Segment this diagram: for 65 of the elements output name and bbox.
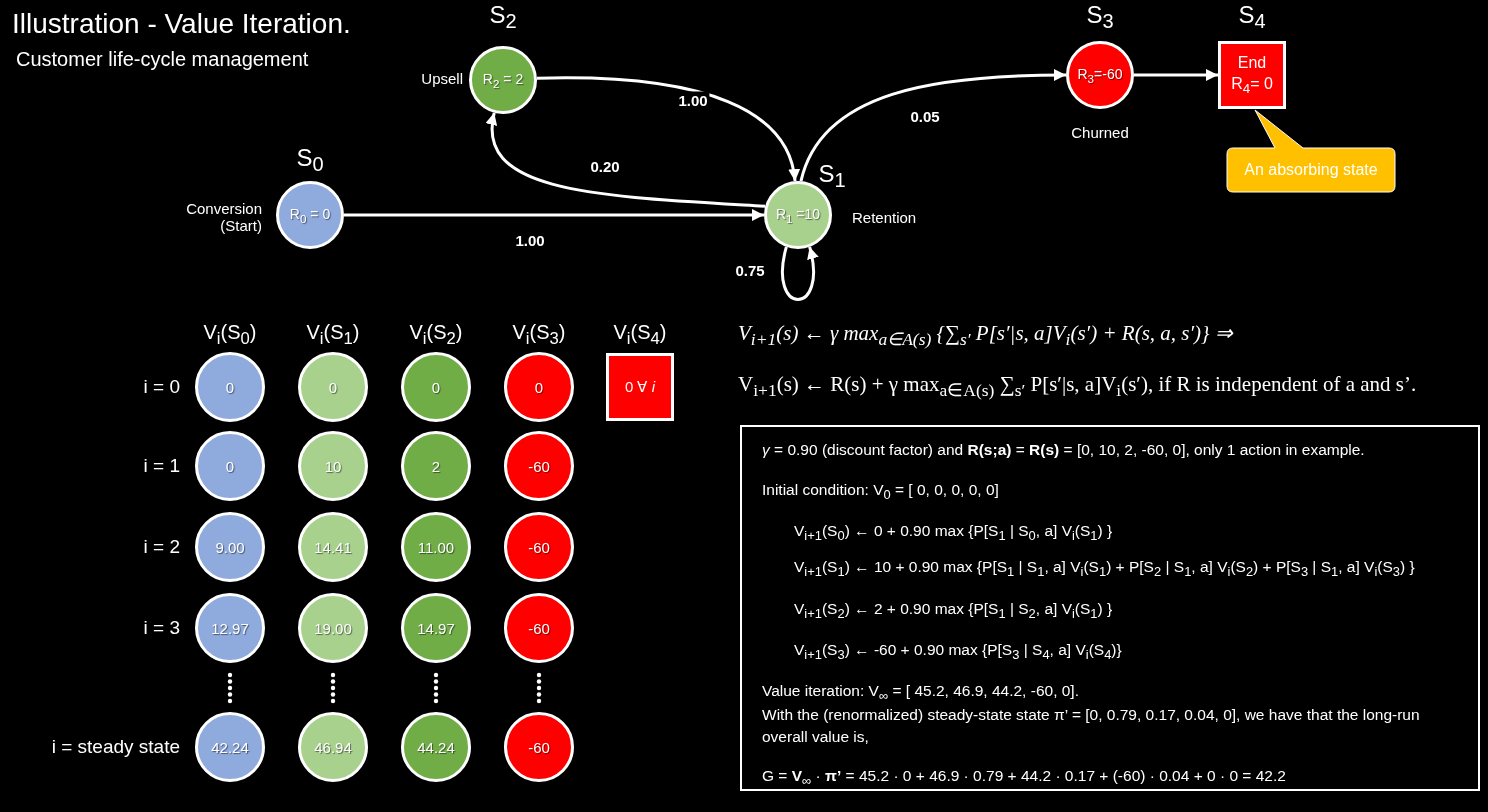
state-name: Upsell xyxy=(420,69,463,87)
equation-text: V$_{i+1}$(s) ← γ max$_{a∈A(s)}$ {∑$_{s′}$ P[s′|s, a]V$_{i}$(s′) + R(s, a, s′)} ⇒ xyxy=(738,321,1233,351)
edge-label: 1.00 xyxy=(676,91,710,109)
value-circle: -60 xyxy=(504,712,574,782)
arrow xyxy=(536,76,799,182)
arrow xyxy=(344,209,764,221)
state-label: S$_{2}$ xyxy=(489,0,517,34)
state-circle: R$_{0}$ = 0 xyxy=(276,181,344,249)
row-label: i = 2 xyxy=(143,536,180,558)
subtitle: Customer life-cycle management xyxy=(16,48,309,71)
value-circle: 10 xyxy=(298,431,368,501)
note-text: Value iteration: V$_{∞}$ = [ 45.2, 46.9, 44.2, -60, 0]. xyxy=(762,682,1079,704)
equation-text: V$_{i+1}$(S$_{1}$) ← 10 + 0.90 max {P[S$_{1}$ | S$_{1}$, a] V$_{i}$(S$_{1}$) + P[S$_{2}$ | S$_{1}$, a] V$_{i}$(S$_{2}$) + P[S$_{3}$ | S$_{1}$, a] V$_{i}$(S$_{3}$) } xyxy=(794,558,1415,580)
value-circle: -60 xyxy=(504,593,574,663)
value-circle: 44.24 xyxy=(401,712,471,782)
value-circle: 0 xyxy=(195,352,265,422)
equation-text: V$_{i+1}$(S$_{3}$) ← -60 + 0.90 max {P[S$_{3}$ | S$_{4}$, a] V$_{i}$(S$_{4}$)} xyxy=(794,641,1122,663)
value-circle: -60 xyxy=(504,512,574,582)
note-text: Initial condition: V$_{0}$ = [ 0, 0, 0, 0, 0] xyxy=(762,481,999,503)
value-circle: 42.24 xyxy=(195,712,265,782)
column-header: V$_{i}$(S$_{3}$) xyxy=(512,321,566,349)
arrow xyxy=(799,69,1066,182)
state-name: Conversion (Start) xyxy=(185,200,262,234)
row-label: i = 3 xyxy=(143,617,180,639)
row-label: i = 0 xyxy=(143,376,180,398)
equation-text: V$_{i+1}$(S$_{0}$) ← 0 + 0.90 max {P[S$_{1}$ | S$_{0}$, a] V$_{i}$(S$_{1}$) } xyxy=(794,522,1113,544)
value-circle: 14.97 xyxy=(401,593,471,663)
value-circle: 19.00 xyxy=(298,593,368,663)
value-circle: 11.00 xyxy=(401,512,471,582)
value-circle: -60 xyxy=(504,431,574,501)
row-label: i = 1 xyxy=(143,455,180,477)
state-label: S$_{3}$ xyxy=(1086,0,1114,34)
row-label: i = steady state xyxy=(51,736,180,758)
value-circle: 0 xyxy=(401,352,471,422)
state-label: S$_{0}$ xyxy=(296,143,324,177)
column-header: V$_{i}$(S$_{0}$) xyxy=(203,321,257,349)
value-circle: 0 xyxy=(195,431,265,501)
column-header: V$_{i}$(S$_{1}$) xyxy=(306,321,360,349)
state-name: Churned xyxy=(1071,123,1129,141)
note-text: G = V$_{∞}$ · π’ = 45.2 · 0 + 46.9 · 0.79 + 44.2 · 0.17 + (-60) · 0.04 + 0 · 0 = 42.2 xyxy=(762,767,1286,789)
end-state-square: End R$_{4}$= 0 xyxy=(1218,41,1286,109)
arrow xyxy=(781,246,818,301)
value-circle: 14.41 xyxy=(298,512,368,582)
state-name: Retention xyxy=(852,208,917,226)
column-header: V$_{i}$(S$_{2}$) xyxy=(409,321,463,349)
value-circle: 9.00 xyxy=(195,512,265,582)
value-circle: 0 xyxy=(504,352,574,422)
value-circle: 0 xyxy=(298,352,368,422)
arrow xyxy=(486,112,766,208)
arrow xyxy=(1134,69,1218,81)
value-square: 0 ∀ i xyxy=(606,353,674,421)
state-circle: R$_{1}$ =10 xyxy=(764,181,832,249)
equation-text: V$_{i+1}$(S$_{2}$) ← 2 + 0.90 max {P[S$_{1}$ | S$_{2}$, a] V$_{i}$(S$_{1}$) } xyxy=(794,600,1113,622)
state-label: S$_{4}$ xyxy=(1238,0,1266,34)
note-text: γ = 0.90 (discount factor) and R(s;a) = R(s) = [0, 10, 2, -60, 0], only 1 action in example. xyxy=(762,441,1365,459)
title: Illustration - Value Iteration. xyxy=(12,8,351,40)
value-circle: 46.94 xyxy=(298,712,368,782)
value-circle: 12.97 xyxy=(195,593,265,663)
equation-text: V$_{i+1}$(s) ← R(s) + γ max$_{a∈A(s)}$ ∑$_{s′}$ P[s′|s, a]V$_{i}$(s′), if R is independent of a and s’. xyxy=(738,372,1417,402)
state-circle: R$_{2}$ = 2 xyxy=(469,46,537,114)
state-circle: R$_{3}$=-60 xyxy=(1066,41,1134,109)
callout-text: An absorbing state xyxy=(1244,161,1378,179)
column-header: V$_{i}$(S$_{4}$) xyxy=(613,321,667,349)
note-text: With the (renormalized) steady-state state π’ = [0, 0.79, 0.17, 0.04, 0], we have that the long-run overall value is, xyxy=(762,705,1421,747)
value-circle: 2 xyxy=(401,431,471,501)
